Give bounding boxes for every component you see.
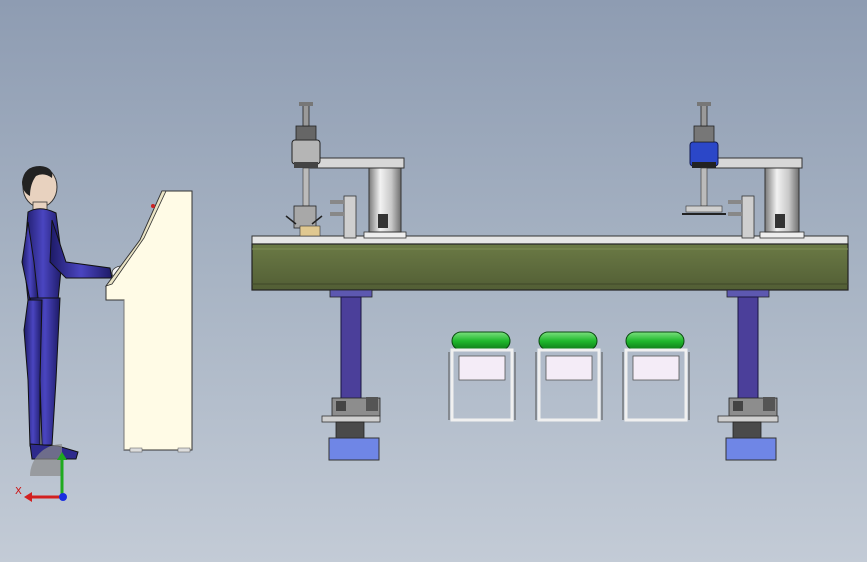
control-console (104, 190, 193, 453)
left-robot (285, 102, 407, 239)
z-axis-dot (59, 493, 67, 501)
x-axis-label: X (15, 486, 22, 497)
roller-stand-2 (535, 331, 603, 422)
frame-beam (251, 235, 849, 291)
right-support-column (717, 289, 779, 461)
roller-stand-3 (622, 331, 690, 422)
operator-figure (21, 166, 133, 460)
left-support-column (321, 289, 381, 461)
coordinate-triad: X (15, 444, 67, 502)
roller-stand-1 (448, 331, 516, 422)
right-robot (682, 102, 805, 239)
